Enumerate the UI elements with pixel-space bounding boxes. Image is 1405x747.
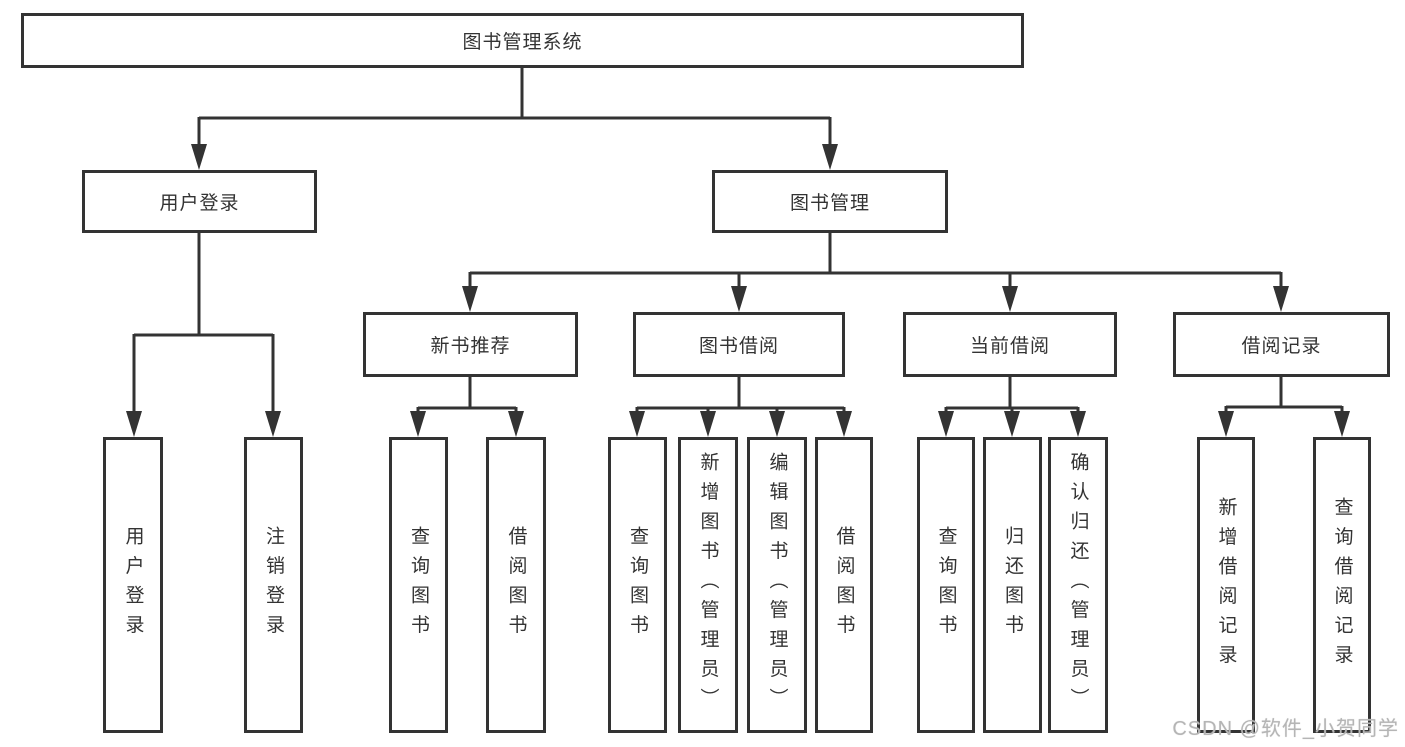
node-label: 图书借阅 — [698, 336, 779, 357]
node-label: 借阅记录 — [1241, 336, 1322, 357]
leaf-label: 借阅图书 — [833, 526, 855, 644]
leaf-label: 注销登录 — [263, 526, 284, 644]
leaf-query-books-borrow: 查询图书 — [608, 437, 667, 733]
leaf-logout-login: 注销登录 — [244, 437, 303, 733]
node-book-management: 图书管理 — [712, 170, 948, 233]
node-borrow-records: 借阅记录 — [1173, 312, 1390, 377]
leaf-label: 编辑图书（管理员） — [766, 452, 788, 718]
leaf-query-books-current: 查询图书 — [917, 437, 975, 733]
node-library-management-system: 图书管理系统 — [21, 13, 1024, 68]
leaf-label: 查询图书 — [935, 526, 957, 644]
leaf-edit-books-admin: 编辑图书（管理员） — [747, 437, 807, 733]
leaf-borrow-books-borrow: 借阅图书 — [815, 437, 873, 733]
leaf-add-borrow-record: 新增借阅记录 — [1197, 437, 1255, 733]
node-book-borrow: 图书借阅 — [633, 312, 845, 377]
leaf-label: 借阅图书 — [505, 526, 527, 644]
csdn-watermark: CSDN @软件_小贺同学 — [1172, 718, 1399, 740]
leaf-query-borrow-record: 查询借阅记录 — [1313, 437, 1371, 733]
leaf-label: 归还图书 — [1002, 526, 1023, 644]
leaf-label: 确认归还（管理员） — [1067, 452, 1089, 718]
leaf-add-books-admin: 新增图书（管理员） — [678, 437, 738, 733]
leaf-user-login: 用户登录 — [103, 437, 163, 733]
leaf-label: 用户登录 — [122, 526, 144, 644]
node-new-book-recommend: 新书推荐 — [363, 312, 578, 377]
leaf-query-books-recommend: 查询图书 — [389, 437, 448, 733]
arrowheads — [126, 144, 1350, 437]
leaf-label: 新增图书（管理员） — [697, 452, 719, 718]
leaf-return-books: 归还图书 — [983, 437, 1042, 733]
leaf-label: 查询借阅记录 — [1331, 496, 1353, 674]
node-label: 用户登录 — [159, 193, 240, 214]
leaf-confirm-return-admin: 确认归还（管理员） — [1048, 437, 1108, 733]
node-label: 新书推荐 — [430, 336, 511, 357]
node-current-borrow: 当前借阅 — [903, 312, 1117, 377]
leaf-label: 查询图书 — [627, 526, 648, 644]
leaf-label: 新增借阅记录 — [1215, 496, 1237, 674]
node-user-login: 用户登录 — [82, 170, 317, 233]
node-label: 图书管理系统 — [462, 32, 583, 53]
leaf-label: 查询图书 — [408, 526, 429, 644]
node-label: 当前借阅 — [969, 336, 1050, 357]
node-label: 图书管理 — [789, 193, 870, 214]
leaf-borrow-books-recommend: 借阅图书 — [486, 437, 546, 733]
